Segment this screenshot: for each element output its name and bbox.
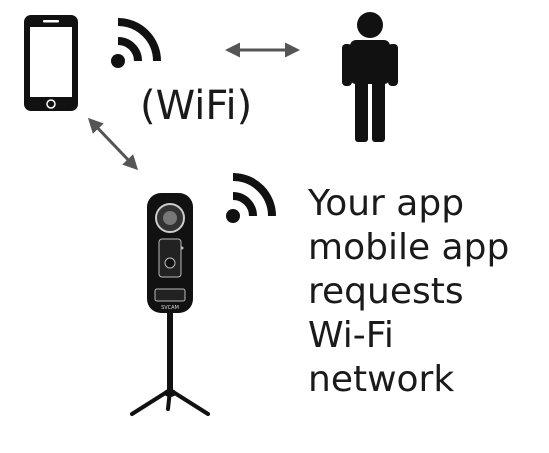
caption-line: Your app [308,183,465,224]
camera-brand-label: SVCAM [161,305,179,311]
smartphone-icon [24,15,78,111]
person-icon [342,12,398,142]
caption-text: Your app mobile app requests Wi-Fi netwo… [308,182,509,402]
wifi-signal-icon [111,18,161,68]
wifi-signal-icon [226,173,276,223]
wifi-label: (WiFi) [140,83,253,129]
camera-on-tripod-icon: SVCAM [130,193,210,416]
caption-line: requests [308,271,464,312]
caption-line: mobile app [308,227,510,268]
double-headed-arrow-icon [87,117,139,171]
caption-line: network [308,359,455,400]
caption-line: Wi-Fi [308,315,394,356]
